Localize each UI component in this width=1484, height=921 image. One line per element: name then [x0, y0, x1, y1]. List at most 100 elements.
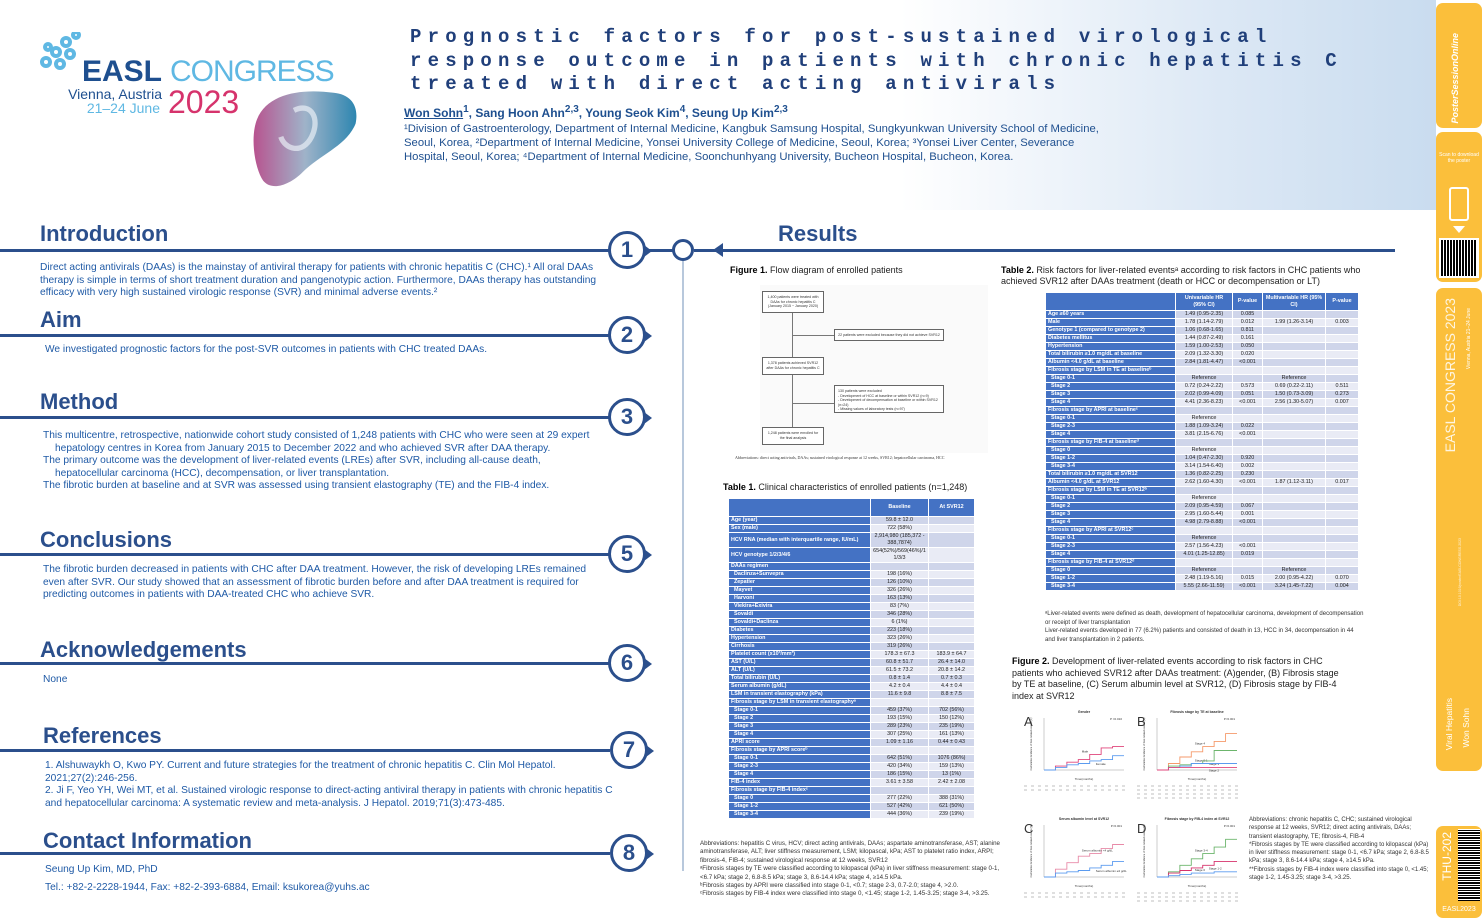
- cell-value: 193 (15%): [870, 714, 929, 723]
- cell-value: 61.5 ± 73.2: [870, 666, 929, 675]
- poster-title: Prognostic factors for post-sustained vi…: [410, 26, 1343, 97]
- cell-value: 0.007: [1325, 398, 1359, 407]
- cell-value: 150 (12%): [928, 714, 975, 723]
- cell-value: 186 (15%): [870, 770, 929, 779]
- aim-text: We investigated prognostic factors for t…: [45, 344, 488, 355]
- cell-value: 3.14 (1.54-6.40): [1175, 462, 1233, 471]
- flow-box-excluded-2: 130 patients were excluded - Development…: [834, 385, 944, 413]
- poster-code: THU-202: [1440, 832, 1454, 881]
- cell-value: [1325, 422, 1359, 431]
- column-header: Univariable HR (95% CI): [1175, 292, 1233, 311]
- cell-value: 8.8 ± 7.5: [928, 690, 975, 699]
- footnote: Abbreviations: hepatitis C virus, HCV; d…: [700, 840, 1001, 864]
- cell-value: 5.55 (2.66-11.59): [1175, 582, 1233, 591]
- row-label: AST (U/L): [728, 658, 871, 667]
- cell-value: [1262, 558, 1326, 567]
- row-label: Fibrosis stage by APRI at baselineᶜ: [1045, 406, 1176, 415]
- row-label: Stage 3: [728, 722, 871, 731]
- km-series-line: [1157, 838, 1237, 878]
- cell-value: [870, 746, 929, 755]
- cell-value: 239 (19%): [928, 810, 975, 819]
- row-label: Fibrosis stage by FIB-4 indexᶜ: [728, 786, 871, 795]
- cell-value: 527 (42%): [870, 802, 929, 811]
- section-number: 6: [608, 644, 652, 682]
- y-axis-label: Cumulative incidence of liver-related ev…: [1143, 717, 1146, 770]
- chart-title: Fibrosis stage by FIB-4 index at SVR12: [1165, 817, 1230, 821]
- cell-value: [1175, 406, 1233, 415]
- cell-value: [870, 786, 929, 795]
- cell-value: [1232, 558, 1263, 567]
- row-label: Stage 4: [728, 770, 871, 779]
- row-label: Stage 0-1: [728, 754, 871, 763]
- y-axis-label: Cumulative incidence of liver-related ev…: [1030, 717, 1033, 770]
- cell-value: [1325, 374, 1359, 383]
- row-label: Stage 2-3: [728, 762, 871, 771]
- cell-value: 444 (36%): [870, 810, 929, 819]
- title-line: response outcome in patients with chroni…: [410, 49, 1343, 72]
- cell-value: [1262, 438, 1326, 447]
- row-label: HCV RNA (median with interquartile range…: [728, 532, 871, 548]
- section-divider: [0, 749, 610, 752]
- cell-value: 326 (26%): [870, 586, 929, 595]
- cell-value: 235 (19%): [928, 722, 975, 731]
- chart-title: Serum albumin level at SVR12: [1059, 817, 1109, 821]
- cell-value: [870, 698, 929, 707]
- cell-value: 0.811: [1232, 326, 1263, 335]
- cell-value: 223 (18%): [870, 626, 929, 635]
- congress-info-panel: EASL CONGRESS 2023 Vienna, Austria 21–24…: [1436, 288, 1482, 771]
- cell-value: <0.001: [1232, 542, 1263, 551]
- author: , Sang Hoon Ahn: [468, 106, 565, 120]
- cell-value: [928, 570, 975, 579]
- section-number: 1: [608, 231, 652, 269]
- table-row: Fibrosis stage by APRI at baselineᶜ: [1045, 406, 1359, 415]
- cell-value: 1.44 (0.87-2.49): [1175, 334, 1233, 343]
- cell-value: [1325, 446, 1359, 455]
- cell-value: [1232, 366, 1263, 375]
- references-heading: References: [43, 723, 162, 748]
- cell-value: [1262, 454, 1326, 463]
- km-series-line: [1044, 844, 1124, 878]
- cell-value: 0.012: [1232, 318, 1263, 327]
- cell-value: [1262, 462, 1326, 471]
- cell-value: 654(52%)/569(46%)/11/3/3: [870, 547, 929, 563]
- cell-value: 0.015: [1232, 574, 1263, 583]
- row-label: Albumin <4.0 g/dL at baseline: [1045, 358, 1176, 367]
- abbrev-text: **Fibrosis stages by FIB-4 index were cl…: [1249, 866, 1429, 882]
- row-label: Age ≥60 years: [1045, 310, 1176, 319]
- scan-download-panel[interactable]: Scan to download the poster: [1436, 132, 1482, 282]
- qr-code[interactable]: [1439, 238, 1479, 278]
- cell-value: 702 (56%): [928, 706, 975, 715]
- row-label: Fibrosis stage by FIB-4 at SVR12ᵈ: [1045, 558, 1176, 567]
- poster-code-panel: THU-202 EASL2023: [1436, 826, 1482, 918]
- x-axis-label: Time(months): [1075, 884, 1093, 888]
- poster-session-online-panel[interactable]: PosterSessionOnline: [1436, 3, 1482, 128]
- table-label: Table 1.: [723, 482, 756, 492]
- section-number: 2: [608, 316, 652, 354]
- km-series-line: [1044, 746, 1124, 771]
- cell-value: [1262, 446, 1326, 455]
- cell-value: [1325, 358, 1359, 367]
- cell-value: 0.004: [1325, 582, 1359, 591]
- cell-value: 0.020: [1232, 350, 1263, 359]
- cell-value: 2.00 (0.95-4.22): [1262, 574, 1326, 583]
- cell-value: Reference: [1262, 374, 1326, 383]
- footnote: Liver-related events developed in 77 (6.…: [1045, 628, 1354, 643]
- cell-value: 83 (7%): [870, 602, 929, 611]
- cell-value: [928, 562, 975, 571]
